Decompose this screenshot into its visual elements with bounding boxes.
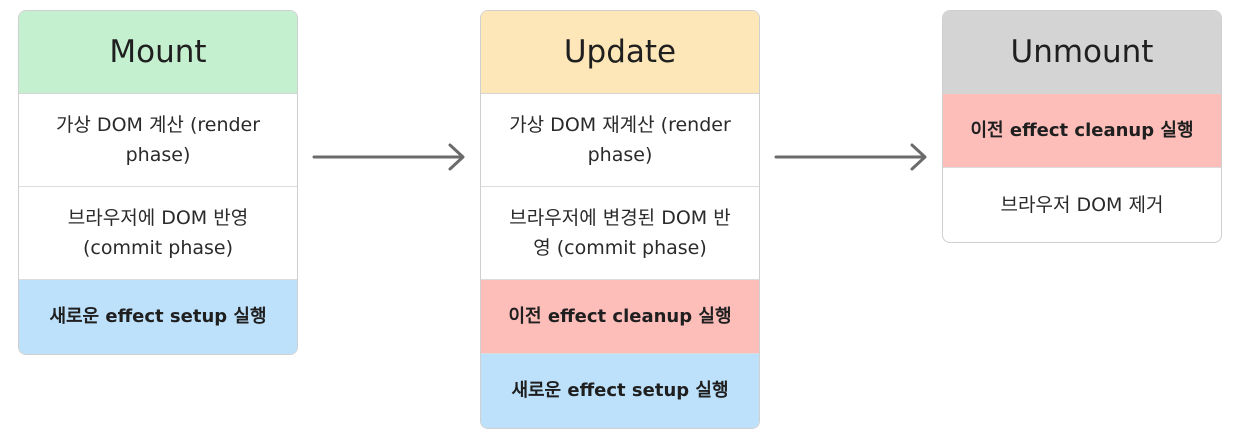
update-step-cleanup: 이전 effect cleanup 실행 (481, 280, 759, 354)
unmount-title: Unmount (943, 11, 1221, 94)
mount-title: Mount (19, 11, 297, 94)
update-step-setup: 새로운 effect setup 실행 (481, 354, 759, 428)
unmount-step-cleanup: 이전 effect cleanup 실행 (943, 94, 1221, 168)
arrow-right-icon (774, 143, 927, 171)
update-title: Update (481, 11, 759, 94)
update-step-render: 가상 DOM 재계산 (render phase) (481, 94, 759, 187)
mount-step-render: 가상 DOM 계산 (render phase) (19, 94, 297, 187)
unmount-step-remove: 브라우저 DOM 제거 (1000, 194, 1164, 216)
update-step-commit: 브라우저에 변경된 DOM 반영 (commit phase) (481, 187, 759, 280)
update-card: Update 가상 DOM 재계산 (render phase) 브라우저에 변… (480, 10, 760, 429)
mount-card: Mount 가상 DOM 계산 (render phase) 브라우저에 DOM… (18, 10, 298, 355)
unmount-card: Unmount 이전 effect cleanup 실행 브라우저 DOM 제거 (942, 10, 1222, 243)
mount-step-setup: 새로운 effect setup 실행 (19, 280, 297, 354)
mount-step-commit: 브라우저에 DOM 반영 (commit phase) (19, 187, 297, 280)
arrow-right-icon (312, 143, 465, 171)
